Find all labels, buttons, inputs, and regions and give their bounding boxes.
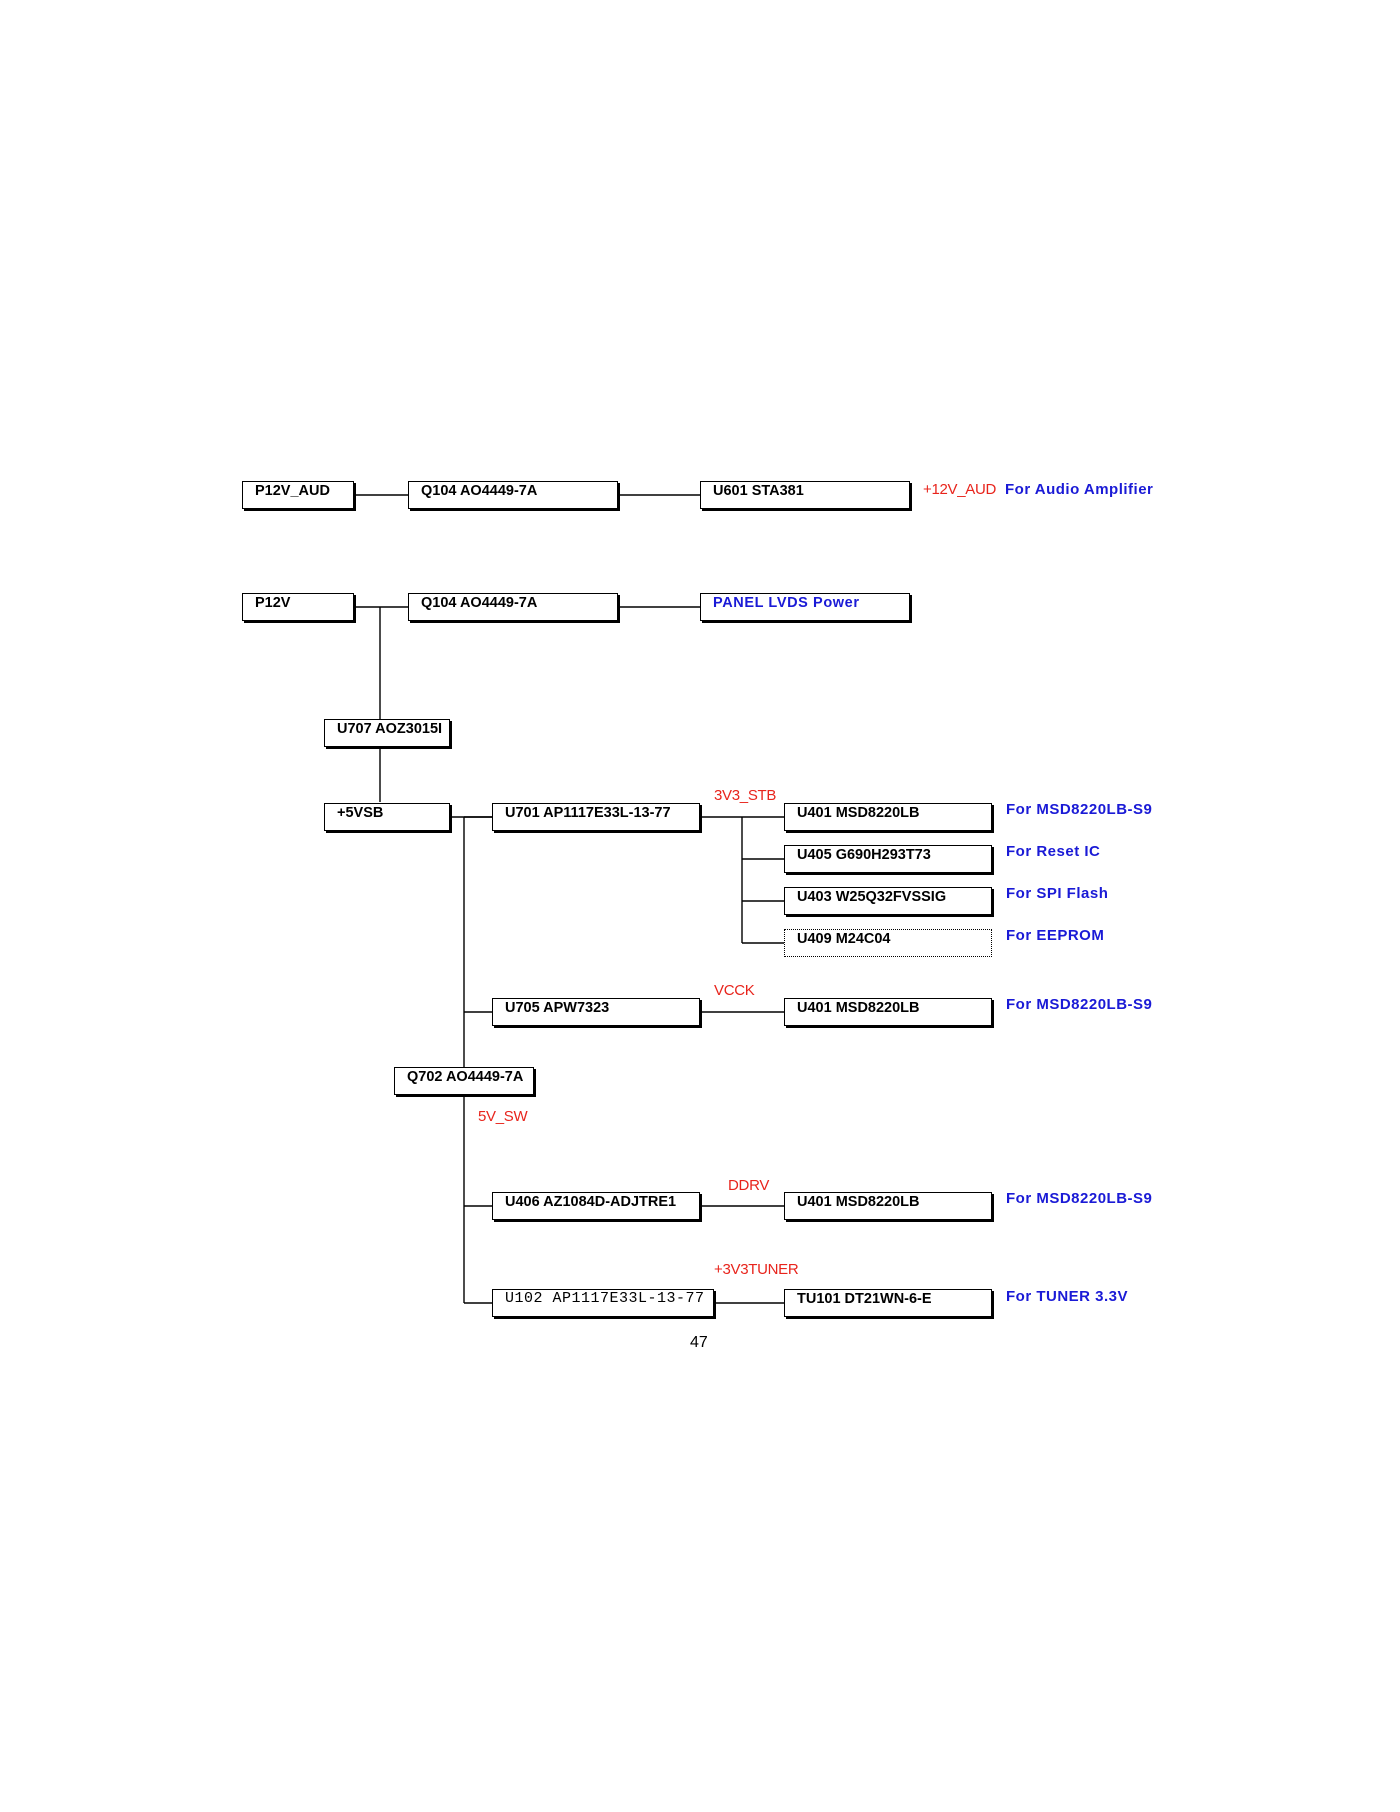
note-reset-ic: For Reset IC bbox=[1006, 843, 1101, 860]
tu101-box: TU101 DT21WN-6-E bbox=[784, 1289, 992, 1317]
u401-c-box: U401 MSD8220LB bbox=[784, 1192, 992, 1220]
u405-box: U405 G690H293T73 bbox=[784, 845, 992, 873]
note-msd-a: For MSD8220LB-S9 bbox=[1006, 801, 1153, 818]
u401-a-box: U401 MSD8220LB bbox=[784, 803, 992, 831]
u403-box: U403 W25Q32FVSSIG bbox=[784, 887, 992, 915]
u409-box: U409 M24C04 bbox=[784, 929, 992, 957]
rail-label-3v3-stb: 3V3_STB bbox=[714, 787, 777, 804]
rail-label-12v-aud: +12V_AUD bbox=[923, 481, 997, 498]
q702-box: Q702 AO4449-7A bbox=[394, 1067, 534, 1095]
rail-label-ddrv: DDRV bbox=[728, 1177, 770, 1194]
5vsb-box: +5VSB bbox=[324, 803, 450, 831]
rail-label-3v3-tuner: +3V3TUNER bbox=[714, 1261, 799, 1278]
p12v-aud-box: P12V_AUD bbox=[242, 481, 354, 509]
panel-lvds-power-box: PANEL LVDS Power bbox=[700, 593, 910, 621]
p12v-box: P12V bbox=[242, 593, 354, 621]
u701-box: U701 AP1117E33L-13-77 bbox=[492, 803, 700, 831]
note-spi-flash: For SPI Flash bbox=[1006, 885, 1109, 902]
u707-box: U707 AOZ3015I bbox=[324, 719, 450, 747]
u601-box: U601 STA381 bbox=[700, 481, 910, 509]
page-number: 47 bbox=[690, 1334, 708, 1351]
q104-top-box: Q104 AO4449-7A bbox=[408, 481, 618, 509]
u406-box: U406 AZ1084D-ADJTRE1 bbox=[492, 1192, 700, 1220]
note-msd-c: For MSD8220LB-S9 bbox=[1006, 1190, 1153, 1207]
u705-box: U705 APW7323 bbox=[492, 998, 700, 1026]
note-msd-b: For MSD8220LB-S9 bbox=[1006, 996, 1153, 1013]
u102-box: U102 AP1117E33L-13-77 bbox=[492, 1289, 714, 1317]
u401-b-box: U401 MSD8220LB bbox=[784, 998, 992, 1026]
note-audio-amplifier: For Audio Amplifier bbox=[1005, 481, 1154, 498]
q104-mid-box: Q104 AO4449-7A bbox=[408, 593, 618, 621]
rail-label-vcck: VCCK bbox=[714, 982, 755, 999]
note-eeprom: For EEPROM bbox=[1006, 927, 1105, 944]
note-tuner: For TUNER 3.3V bbox=[1006, 1288, 1129, 1305]
rail-label-5v-sw: 5V_SW bbox=[478, 1108, 528, 1125]
